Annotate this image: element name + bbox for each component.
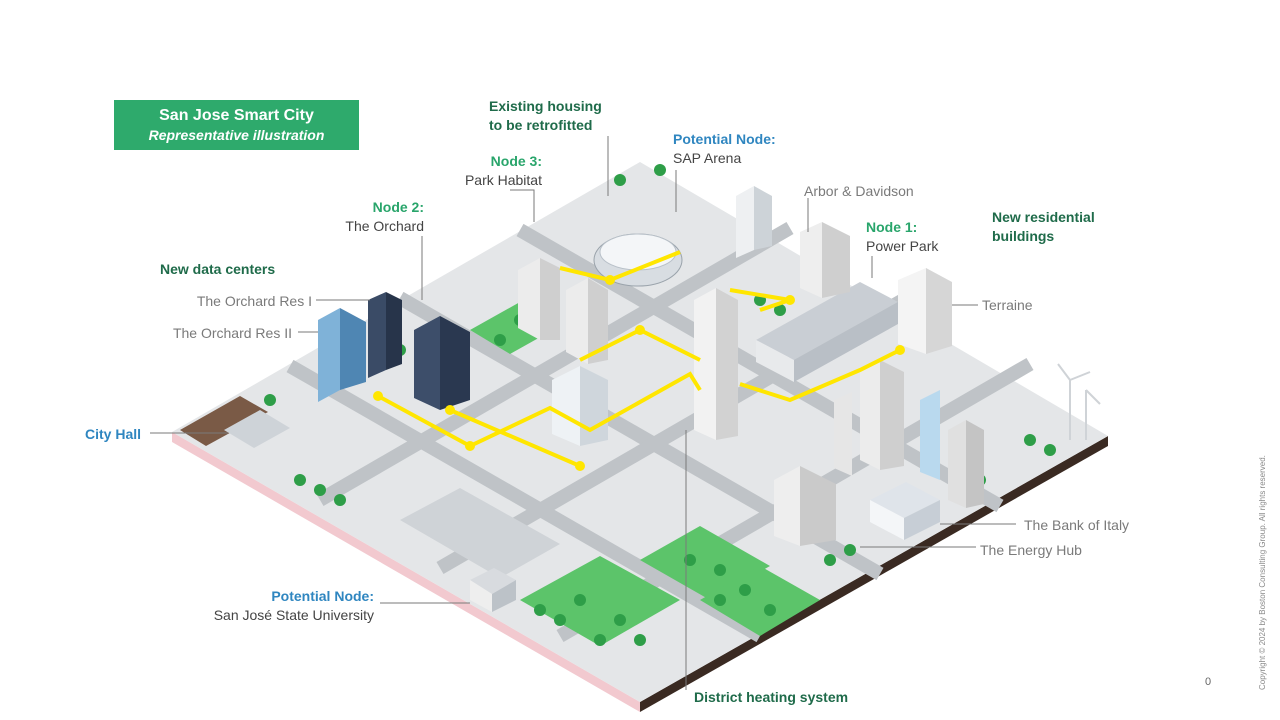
leader-lines — [150, 136, 1016, 690]
label-orchard-res-2: The Orchard Res II — [172, 325, 292, 341]
trees — [264, 164, 1056, 646]
label-node3-name: Park Habitat — [464, 172, 542, 188]
label-city-hall: City Hall — [85, 426, 142, 442]
page-number: 0 — [1205, 676, 1212, 688]
label-potential-node-sap: Potential Node: SAP Arena — [673, 130, 776, 168]
label-existing-housing: Existing housing to be retrofitted — [489, 97, 602, 135]
label-new-residential-line1: New residential — [992, 209, 1095, 225]
label-node1-name: Power Park — [866, 238, 939, 254]
label-new-data-centers: New data centers — [160, 261, 276, 277]
label-potential-node-sjsu: Potential Node: San José State Universit… — [174, 587, 374, 625]
label-terraine: Terraine — [982, 297, 1033, 313]
label-district-heating: District heating system — [694, 689, 849, 705]
label-potential-node-sap-head: Potential Node: — [673, 131, 776, 147]
label-existing-housing-line2: to be retrofitted — [489, 117, 593, 133]
label-new-residential: New residential buildings — [992, 208, 1095, 246]
label-node1-head: Node 1: — [866, 219, 918, 235]
heating-nodes — [373, 275, 905, 471]
label-node3-head: Node 3: — [490, 153, 542, 169]
buildings — [224, 186, 1101, 612]
label-existing-housing-line1: Existing housing — [489, 98, 602, 114]
title-box: San Jose Smart City Representative illus… — [114, 100, 359, 150]
label-node1: Node 1: Power Park — [866, 218, 938, 256]
label-potential-node-sap-name: SAP Arena — [673, 150, 742, 166]
label-node2-name: The Orchard — [345, 218, 424, 234]
label-bank-of-italy: The Bank of Italy — [1024, 517, 1130, 533]
label-arbor-davidson: Arbor & Davidson — [804, 183, 914, 199]
label-node3: Node 3: Park Habitat — [440, 152, 542, 190]
copyright-notice: Copyright © 2024 by Boston Consulting Gr… — [1258, 455, 1267, 690]
title-sub: Representative illustration — [148, 127, 325, 143]
label-node2-head: Node 2: — [372, 199, 424, 215]
label-potential-node-sjsu-name: San José State University — [213, 607, 374, 623]
label-energy-hub: The Energy Hub — [980, 542, 1082, 558]
label-potential-node-sjsu-head: Potential Node: — [271, 588, 374, 604]
label-new-residential-line2: buildings — [992, 228, 1055, 244]
label-orchard-res-1: The Orchard Res I — [196, 293, 312, 309]
base-front-side — [172, 432, 640, 712]
title-main: San Jose Smart City — [159, 107, 314, 124]
label-node2: Node 2: The Orchard — [322, 198, 424, 236]
